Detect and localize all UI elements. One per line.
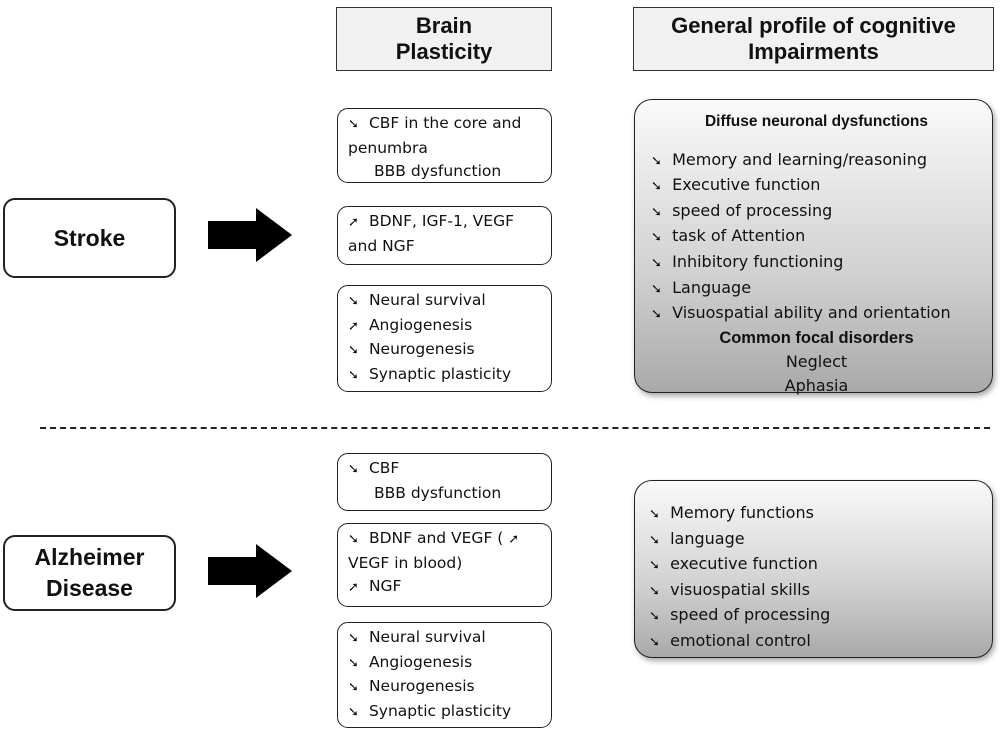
ad-factors-line1: ➘ BDNF and VEGF ( ➚ bbox=[348, 527, 543, 552]
stroke-profile-item: ➘ Memory and learning/reasoning bbox=[651, 148, 982, 174]
stroke-profile-item: ➘ Visuospatial ability and orientation bbox=[651, 301, 982, 327]
focal-item-aphasia: Aphasia bbox=[784, 375, 849, 395]
diffuse-dysfunctions-title: Diffuse neuronal dysfunctions bbox=[704, 113, 929, 130]
alzheimer-arrow-icon bbox=[208, 544, 292, 598]
ad-process-item: ➘ Neural survival bbox=[348, 626, 543, 651]
stroke-arrow-icon bbox=[208, 208, 292, 262]
trend-arrow-icon: ➘ bbox=[348, 294, 359, 309]
ad-profile-item: ➘ executive function bbox=[649, 552, 982, 578]
down-arrow-icon: ➘ bbox=[348, 117, 359, 132]
trend-arrow-icon: ➘ bbox=[651, 179, 662, 195]
ad-profile-item: ➘ Memory functions bbox=[649, 501, 982, 527]
trend-arrow-icon: ➘ bbox=[649, 609, 660, 625]
trend-arrow-icon: ➘ bbox=[348, 704, 359, 720]
trend-arrow-icon: ➘ bbox=[649, 583, 660, 599]
header-brain-plasticity-text: Brain Plasticity bbox=[395, 13, 493, 64]
header-cognitive-profile-text: General profile of cognitive Impairments bbox=[671, 13, 956, 64]
trend-arrow-icon: ➘ bbox=[651, 307, 662, 323]
ad-plasticity-box-cbf: ➘ CBF BBB dysfunction bbox=[337, 453, 552, 511]
alzheimer-label-line1: Alzheimer bbox=[34, 544, 145, 570]
header-cognitive-profile: General profile of cognitive Impairments bbox=[633, 7, 994, 71]
stroke-plasticity-box-processes: ➘ Neural survival➚ Angiogenesis➘ Neuroge… bbox=[337, 285, 552, 392]
stroke-profile-item: ➘ task of Attention bbox=[651, 224, 982, 250]
stroke-process-item: ➘ Neural survival bbox=[348, 289, 543, 314]
up-arrow-icon: ➚ bbox=[348, 580, 359, 595]
stroke-cognitive-profile-box: Diffuse neuronal dysfunctions ➘ Memory a… bbox=[634, 99, 993, 395]
stroke-factors-line: ➚ BDNF, IGF-1, VEGF and NGF bbox=[348, 212, 515, 255]
alzheimer-box: Alzheimer Disease bbox=[3, 535, 176, 611]
stroke-profile-item: ➘ Executive function bbox=[651, 173, 982, 199]
down-arrow-icon: ➘ bbox=[348, 532, 359, 547]
stroke-profile-list: ➘ Memory and learning/reasoning➘ Executi… bbox=[651, 148, 982, 327]
stroke-process-item: ➘ Synaptic plasticity bbox=[348, 363, 543, 388]
ad-profile-item: ➘ visuospatial skills bbox=[649, 578, 982, 604]
trend-arrow-icon: ➘ bbox=[651, 153, 662, 169]
stroke-plasticity-box-cbf: ➘ CBF in the core and penumbra BBB dysfu… bbox=[337, 108, 552, 183]
ad-process-item: ➘ Synaptic plasticity bbox=[348, 700, 543, 725]
ad-cbf-line: ➘ CBF bbox=[348, 457, 543, 482]
stroke-process-item: ➚ Angiogenesis bbox=[348, 314, 543, 339]
ad-profile-list: ➘ Memory functions➘ language➘ executive … bbox=[649, 501, 982, 655]
up-arrow-icon: ➚ bbox=[508, 532, 520, 547]
ad-process-item: ➘ Angiogenesis bbox=[348, 651, 543, 676]
trend-arrow-icon: ➘ bbox=[649, 532, 660, 548]
trend-arrow-icon: ➘ bbox=[348, 343, 359, 358]
alzheimer-label-line2: Disease bbox=[46, 575, 133, 601]
trend-arrow-icon: ➘ bbox=[651, 281, 662, 297]
ad-bbb-line: BBB dysfunction bbox=[374, 483, 502, 502]
trend-arrow-icon: ➚ bbox=[348, 318, 359, 334]
trend-arrow-icon: ➘ bbox=[348, 655, 359, 671]
stroke-plasticity-box-factors: ➚ BDNF, IGF-1, VEGF and NGF bbox=[337, 206, 552, 265]
ad-process-item: ➘ Neurogenesis bbox=[348, 675, 543, 700]
stroke-profile-item: ➘ speed of processing bbox=[651, 199, 982, 225]
ad-plasticity-box-processes: ➘ Neural survival➘ Angiogenesis➘ Neuroge… bbox=[337, 622, 552, 728]
stroke-label: Stroke bbox=[53, 224, 126, 251]
stroke-box: Stroke bbox=[3, 198, 176, 278]
stroke-process-item: ➘ Neurogenesis bbox=[348, 338, 543, 363]
ad-profile-item: ➘ emotional control bbox=[649, 629, 982, 655]
trend-arrow-icon: ➘ bbox=[651, 204, 662, 220]
section-divider bbox=[40, 427, 990, 429]
trend-arrow-icon: ➘ bbox=[348, 631, 359, 646]
ad-factors-line2: VEGF in blood) bbox=[348, 553, 463, 572]
stroke-bbb-line: BBB dysfunction bbox=[374, 162, 502, 180]
focal-item-neglect: Neglect bbox=[785, 352, 848, 372]
ad-factors-line3: ➚ NGF bbox=[348, 575, 543, 600]
trend-arrow-icon: ➘ bbox=[348, 680, 359, 695]
stroke-profile-item: ➘ Language bbox=[651, 276, 982, 302]
stroke-profile-item: ➘ Inhibitory functioning bbox=[651, 250, 982, 276]
trend-arrow-icon: ➘ bbox=[649, 634, 660, 650]
down-arrow-icon: ➘ bbox=[348, 462, 359, 477]
trend-arrow-icon: ➘ bbox=[348, 367, 359, 383]
ad-cognitive-profile-box: ➘ Memory functions➘ language➘ executive … bbox=[634, 480, 993, 658]
ad-profile-item: ➘ speed of processing bbox=[649, 603, 982, 629]
trend-arrow-icon: ➘ bbox=[651, 255, 662, 271]
trend-arrow-icon: ➘ bbox=[651, 230, 662, 246]
ad-profile-item: ➘ language bbox=[649, 527, 982, 553]
ad-plasticity-box-factors: ➘ BDNF and VEGF ( ➚ VEGF in blood) ➚ NGF bbox=[337, 523, 552, 607]
trend-arrow-icon: ➘ bbox=[649, 558, 660, 574]
up-arrow-icon: ➚ bbox=[348, 215, 359, 230]
stroke-cbf-line: ➘ CBF in the core and penumbra bbox=[348, 114, 522, 157]
header-brain-plasticity: Brain Plasticity bbox=[336, 7, 552, 71]
focal-disorders-title: Common focal disorders bbox=[719, 328, 914, 347]
trend-arrow-icon: ➘ bbox=[649, 507, 660, 522]
